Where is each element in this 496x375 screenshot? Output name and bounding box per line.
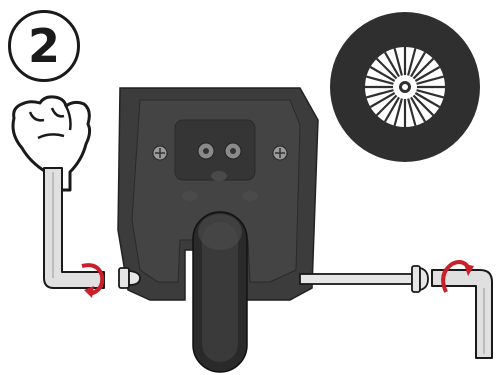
axle-nut-icon	[118, 267, 141, 289]
fist-icon	[11, 95, 92, 192]
step-badge: 2	[8, 10, 80, 82]
step-number: 2	[27, 19, 60, 73]
rotation-arrow-icon-right	[441, 260, 474, 293]
rotation-arrow-icon	[81, 263, 105, 298]
scooter-rear-body	[117, 87, 319, 301]
hex-key-icon-right	[431, 269, 493, 359]
rear-wheel	[192, 211, 248, 373]
axle-bolt-icon	[299, 265, 429, 293]
hex-key-icon	[43, 167, 105, 289]
wheel-icon	[330, 12, 480, 162]
